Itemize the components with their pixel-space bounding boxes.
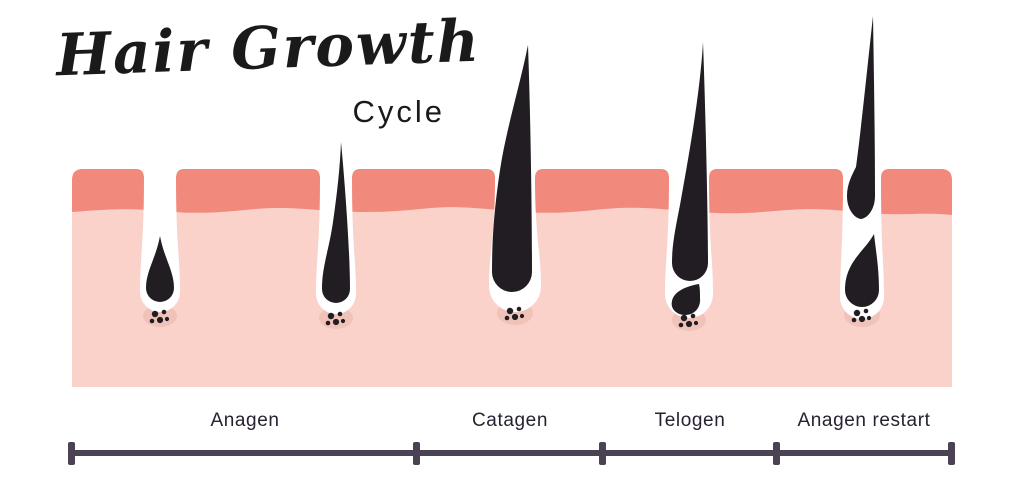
stage-label-telogen: Telogen <box>654 410 726 431</box>
hair-shaft <box>322 142 350 303</box>
follicle-anagen-early <box>136 169 184 327</box>
papilla-dots <box>325 311 346 326</box>
stage-label-anagen: Anagen <box>210 410 280 431</box>
papilla-dots <box>149 309 170 324</box>
timeline-tick-anagen-end <box>413 442 420 465</box>
timeline-tick-telogen-end <box>773 442 780 465</box>
stage-label-anagen-restart: Anagen restart <box>797 410 931 431</box>
papilla-dots <box>678 313 699 328</box>
hair-shaft <box>146 236 174 302</box>
page-subtitle: Cycle <box>352 94 445 129</box>
follicle-telogen <box>661 42 717 331</box>
timeline-tick-catagen-end <box>599 442 606 465</box>
follicle-catagen <box>487 45 543 325</box>
hair-shaft <box>492 45 532 292</box>
stage-label-catagen: Catagen <box>471 410 549 431</box>
shedding-club-hair <box>847 16 875 219</box>
timeline-tick-start <box>68 442 75 465</box>
timeline-axis <box>72 450 952 456</box>
follicle-anagen-restart <box>835 16 889 327</box>
follicle-anagen <box>312 142 360 329</box>
club-hair-shaft <box>672 42 708 281</box>
papilla-dots <box>504 306 525 321</box>
new-hair-shaft <box>845 234 879 307</box>
timeline-tick-end <box>948 442 955 465</box>
papilla-dots <box>851 308 872 323</box>
detached-bulb <box>671 284 701 315</box>
